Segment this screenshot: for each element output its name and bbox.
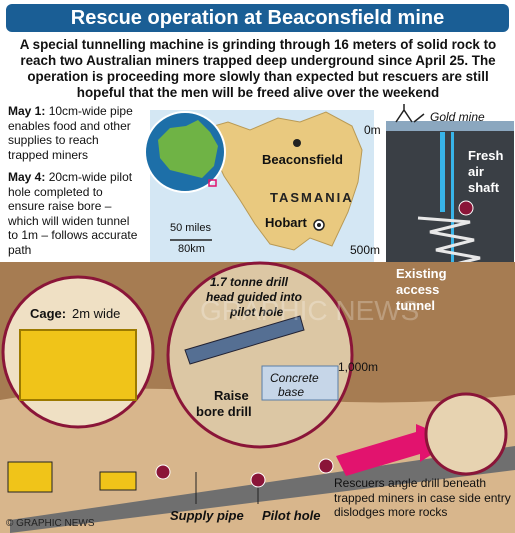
cage-size: 2m wide: [72, 306, 120, 321]
junction-marker: [318, 458, 334, 474]
tasmania-inset-marker: [208, 179, 217, 187]
map-scale-miles: 50 miles: [170, 222, 211, 234]
access-tunnel-label-1: Existing: [396, 266, 447, 281]
note-text: 10cm-wide pipe enables food and other su…: [8, 104, 133, 162]
rescuers-note: Rescuers angle drill beneath trapped min…: [334, 476, 511, 519]
access-tunnel-label-2: access: [396, 282, 439, 297]
supply-pipe-marker: [155, 464, 171, 480]
note-may-1: May 1: 10cm-wide pipe enables food and o…: [8, 104, 138, 162]
cage-label: Cage:: [30, 306, 66, 321]
drill-callout-2: head guided into: [206, 290, 302, 304]
fresh-air-label-2: air: [468, 164, 484, 179]
rescue-callout-circle: [424, 392, 508, 476]
australia-landmass: [158, 120, 218, 178]
depth-tick-1000: 1,000m: [338, 360, 378, 374]
ground-surface: [0, 388, 515, 533]
direction-arrow: [336, 424, 454, 476]
drill-name-1: Raise: [214, 388, 249, 403]
pilot-hole-label: Pilot hole: [262, 508, 321, 523]
supply-pipe-label: Supply pipe: [170, 508, 244, 523]
depth-tick-0: 0m: [364, 123, 381, 137]
beaconsfield-dot: [293, 139, 301, 147]
fresh-air-shaft: [440, 132, 445, 212]
shaft-marker: [458, 200, 474, 216]
drill-head: [184, 315, 305, 365]
pilot-hole-marker: [250, 472, 266, 488]
map-scale-km: 80km: [178, 243, 205, 255]
map-place-beaconsfield: Beaconsfield: [262, 152, 343, 167]
tunnel-band: [10, 446, 515, 533]
concrete-label-1: Concrete: [270, 371, 319, 385]
note-may-4: May 4: 20cm-wide pilot hole completed to…: [8, 170, 140, 257]
map-place-hobart: Hobart: [265, 215, 308, 230]
note-date: May 1:: [8, 104, 46, 118]
page-title: Rescue operation at Beaconsfield mine: [6, 4, 509, 32]
credit: © GRAPHIC NEWS: [6, 518, 95, 529]
intro-text: A special tunnelling machine is grinding…: [19, 37, 497, 100]
concrete-label-2: base: [278, 385, 304, 399]
drill-name-2: bore drill: [196, 404, 252, 419]
drill-callout-3: pilot hole: [229, 305, 284, 319]
cage-illustration: [19, 329, 137, 401]
fresh-air-label-3: shaft: [468, 180, 500, 195]
depth-tick-500: 500m: [350, 243, 380, 257]
tasmania-island: [206, 111, 363, 251]
cage-on-surface: [99, 471, 137, 491]
watermark: GRAPHIC NEWS: [200, 295, 419, 326]
drill-callout-circle: [166, 261, 354, 449]
fresh-air-label-1: Fresh: [468, 148, 503, 163]
headframe-icon: [395, 104, 425, 123]
loader-vehicle: [7, 461, 53, 493]
supply-pipe-line: [451, 132, 454, 317]
depth-mine-label: Gold mine: [430, 110, 485, 124]
access-tunnel-label-3: tunnel: [396, 298, 435, 313]
note-date: May 4:: [8, 170, 46, 184]
map-region-label: TASMANIA: [270, 190, 354, 205]
note-text: 20cm-wide pilot hole completed to ensure…: [8, 170, 138, 257]
surface-strip: [386, 121, 514, 131]
drill-callout-1: 1.7 tonne drill: [210, 275, 289, 289]
concrete-base: [261, 365, 339, 401]
